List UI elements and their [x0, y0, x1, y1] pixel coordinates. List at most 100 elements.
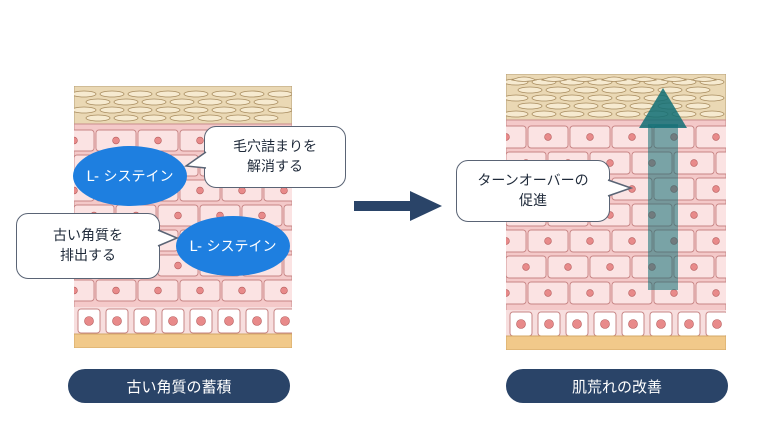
cell-nucleus — [74, 286, 78, 295]
cell-nucleus — [174, 211, 182, 220]
cell-nucleus — [196, 286, 204, 295]
cell-nucleus — [712, 133, 720, 141]
callout-pores: 毛穴詰まりを 解消する — [204, 126, 346, 188]
cell-nucleus — [544, 133, 552, 141]
keratin-scale — [545, 86, 571, 94]
dermis-layer — [506, 335, 726, 350]
cell-nucleus — [506, 237, 510, 245]
basal-nucleus — [196, 316, 206, 326]
keratin-scale — [99, 106, 125, 114]
keratin-scale — [99, 90, 125, 98]
basal-nucleus — [656, 319, 666, 329]
cell-nucleus — [258, 211, 266, 220]
keratin-scale — [85, 98, 111, 106]
keratin-scale — [506, 94, 529, 102]
keratin-scale — [629, 86, 655, 94]
callout-exfoliate-line1: 古い角質を — [53, 228, 123, 244]
keratin-scale — [211, 90, 237, 98]
cell-nucleus — [522, 263, 530, 271]
cell-nucleus — [196, 136, 204, 145]
basal-nucleus — [712, 319, 722, 329]
skin-cell — [695, 125, 726, 149]
bubble-l-cysteine-bottom: L- システイン — [176, 216, 290, 276]
basal-nucleus — [516, 319, 526, 329]
skin-cell — [506, 281, 527, 305]
flaking-keratin — [600, 76, 628, 82]
basal-nucleus — [544, 319, 554, 329]
basal-nucleus — [600, 319, 610, 329]
cell-nucleus — [690, 211, 698, 219]
keratin-scale — [113, 98, 139, 106]
right-skin-layers — [506, 74, 726, 350]
turnover-arrow-shaft — [648, 124, 678, 290]
cell-nucleus — [174, 261, 182, 270]
cell-nucleus — [712, 289, 720, 297]
cell-nucleus — [628, 237, 636, 245]
keratin-scale — [629, 102, 655, 110]
basal-nucleus — [84, 316, 94, 326]
keratin-scale — [225, 98, 251, 106]
keratin-scale — [559, 110, 585, 118]
flaking-keratin — [630, 76, 658, 82]
dermis-layer — [74, 333, 292, 348]
skin-cell — [506, 125, 527, 149]
callout-turnover-tail — [607, 179, 633, 197]
keratin-scale — [587, 110, 613, 118]
keratin-scale — [127, 106, 153, 114]
basal-nucleus — [112, 316, 122, 326]
cell-nucleus — [586, 237, 594, 245]
basal-nucleus — [168, 316, 178, 326]
cell-nucleus — [712, 185, 720, 193]
keratin-scale — [141, 114, 167, 122]
cell-nucleus — [544, 289, 552, 297]
keratin-scale — [127, 90, 153, 98]
keratin-scale — [155, 90, 181, 98]
cell-nucleus — [280, 186, 288, 195]
skin-cell — [715, 255, 726, 279]
keratin-scale — [615, 110, 641, 118]
keratin-scale — [183, 90, 209, 98]
keratin-scale — [615, 94, 641, 102]
label-skin-improvement-text: 肌荒れの改善 — [571, 377, 662, 396]
keratin-scale — [601, 102, 627, 110]
bubble-l-cysteine-top: L- システイン — [73, 146, 187, 206]
keratin-scale — [74, 106, 97, 114]
cell-nucleus — [628, 289, 636, 297]
cell-nucleus — [564, 263, 572, 271]
skin-cell — [695, 281, 726, 305]
keratin-scale — [74, 90, 97, 98]
keratin-scale — [587, 94, 613, 102]
keratin-scale — [531, 110, 557, 118]
keratin-scale — [253, 114, 279, 122]
callout-pores-line2: 解消する — [247, 159, 303, 175]
skin-cell — [283, 254, 292, 277]
cell-nucleus — [74, 136, 78, 145]
skin-cell — [695, 229, 726, 253]
basal-nucleus — [280, 316, 290, 326]
keratin-scale — [699, 94, 725, 102]
flaking-keratin — [510, 76, 538, 82]
skin-cell — [506, 229, 527, 253]
skin-cell — [715, 203, 726, 227]
cell-nucleus — [606, 263, 614, 271]
keratin-scale — [267, 90, 292, 98]
flaking-keratin — [540, 76, 568, 82]
cell-nucleus — [628, 133, 636, 141]
basal-nucleus — [684, 319, 694, 329]
keratin-scale — [267, 106, 292, 114]
cell-nucleus — [544, 237, 552, 245]
keratin-scale — [197, 114, 223, 122]
bubble-l-cysteine-top-text: L- システイン — [86, 169, 174, 185]
basal-nucleus — [224, 316, 234, 326]
keratin-scale — [183, 106, 209, 114]
callout-turnover: ターンオーバーの 促進 — [456, 160, 610, 222]
keratin-scale — [685, 102, 711, 110]
cell-nucleus — [712, 237, 720, 245]
keratin-scale — [239, 90, 265, 98]
keratin-scale — [545, 102, 571, 110]
flaking-keratin — [570, 76, 598, 82]
skin-cell — [263, 279, 292, 302]
right-arrow-icon — [354, 191, 442, 221]
bubble-l-cysteine-bottom-text: L- システイン — [189, 239, 277, 255]
turnover-arrow-head — [639, 88, 687, 128]
